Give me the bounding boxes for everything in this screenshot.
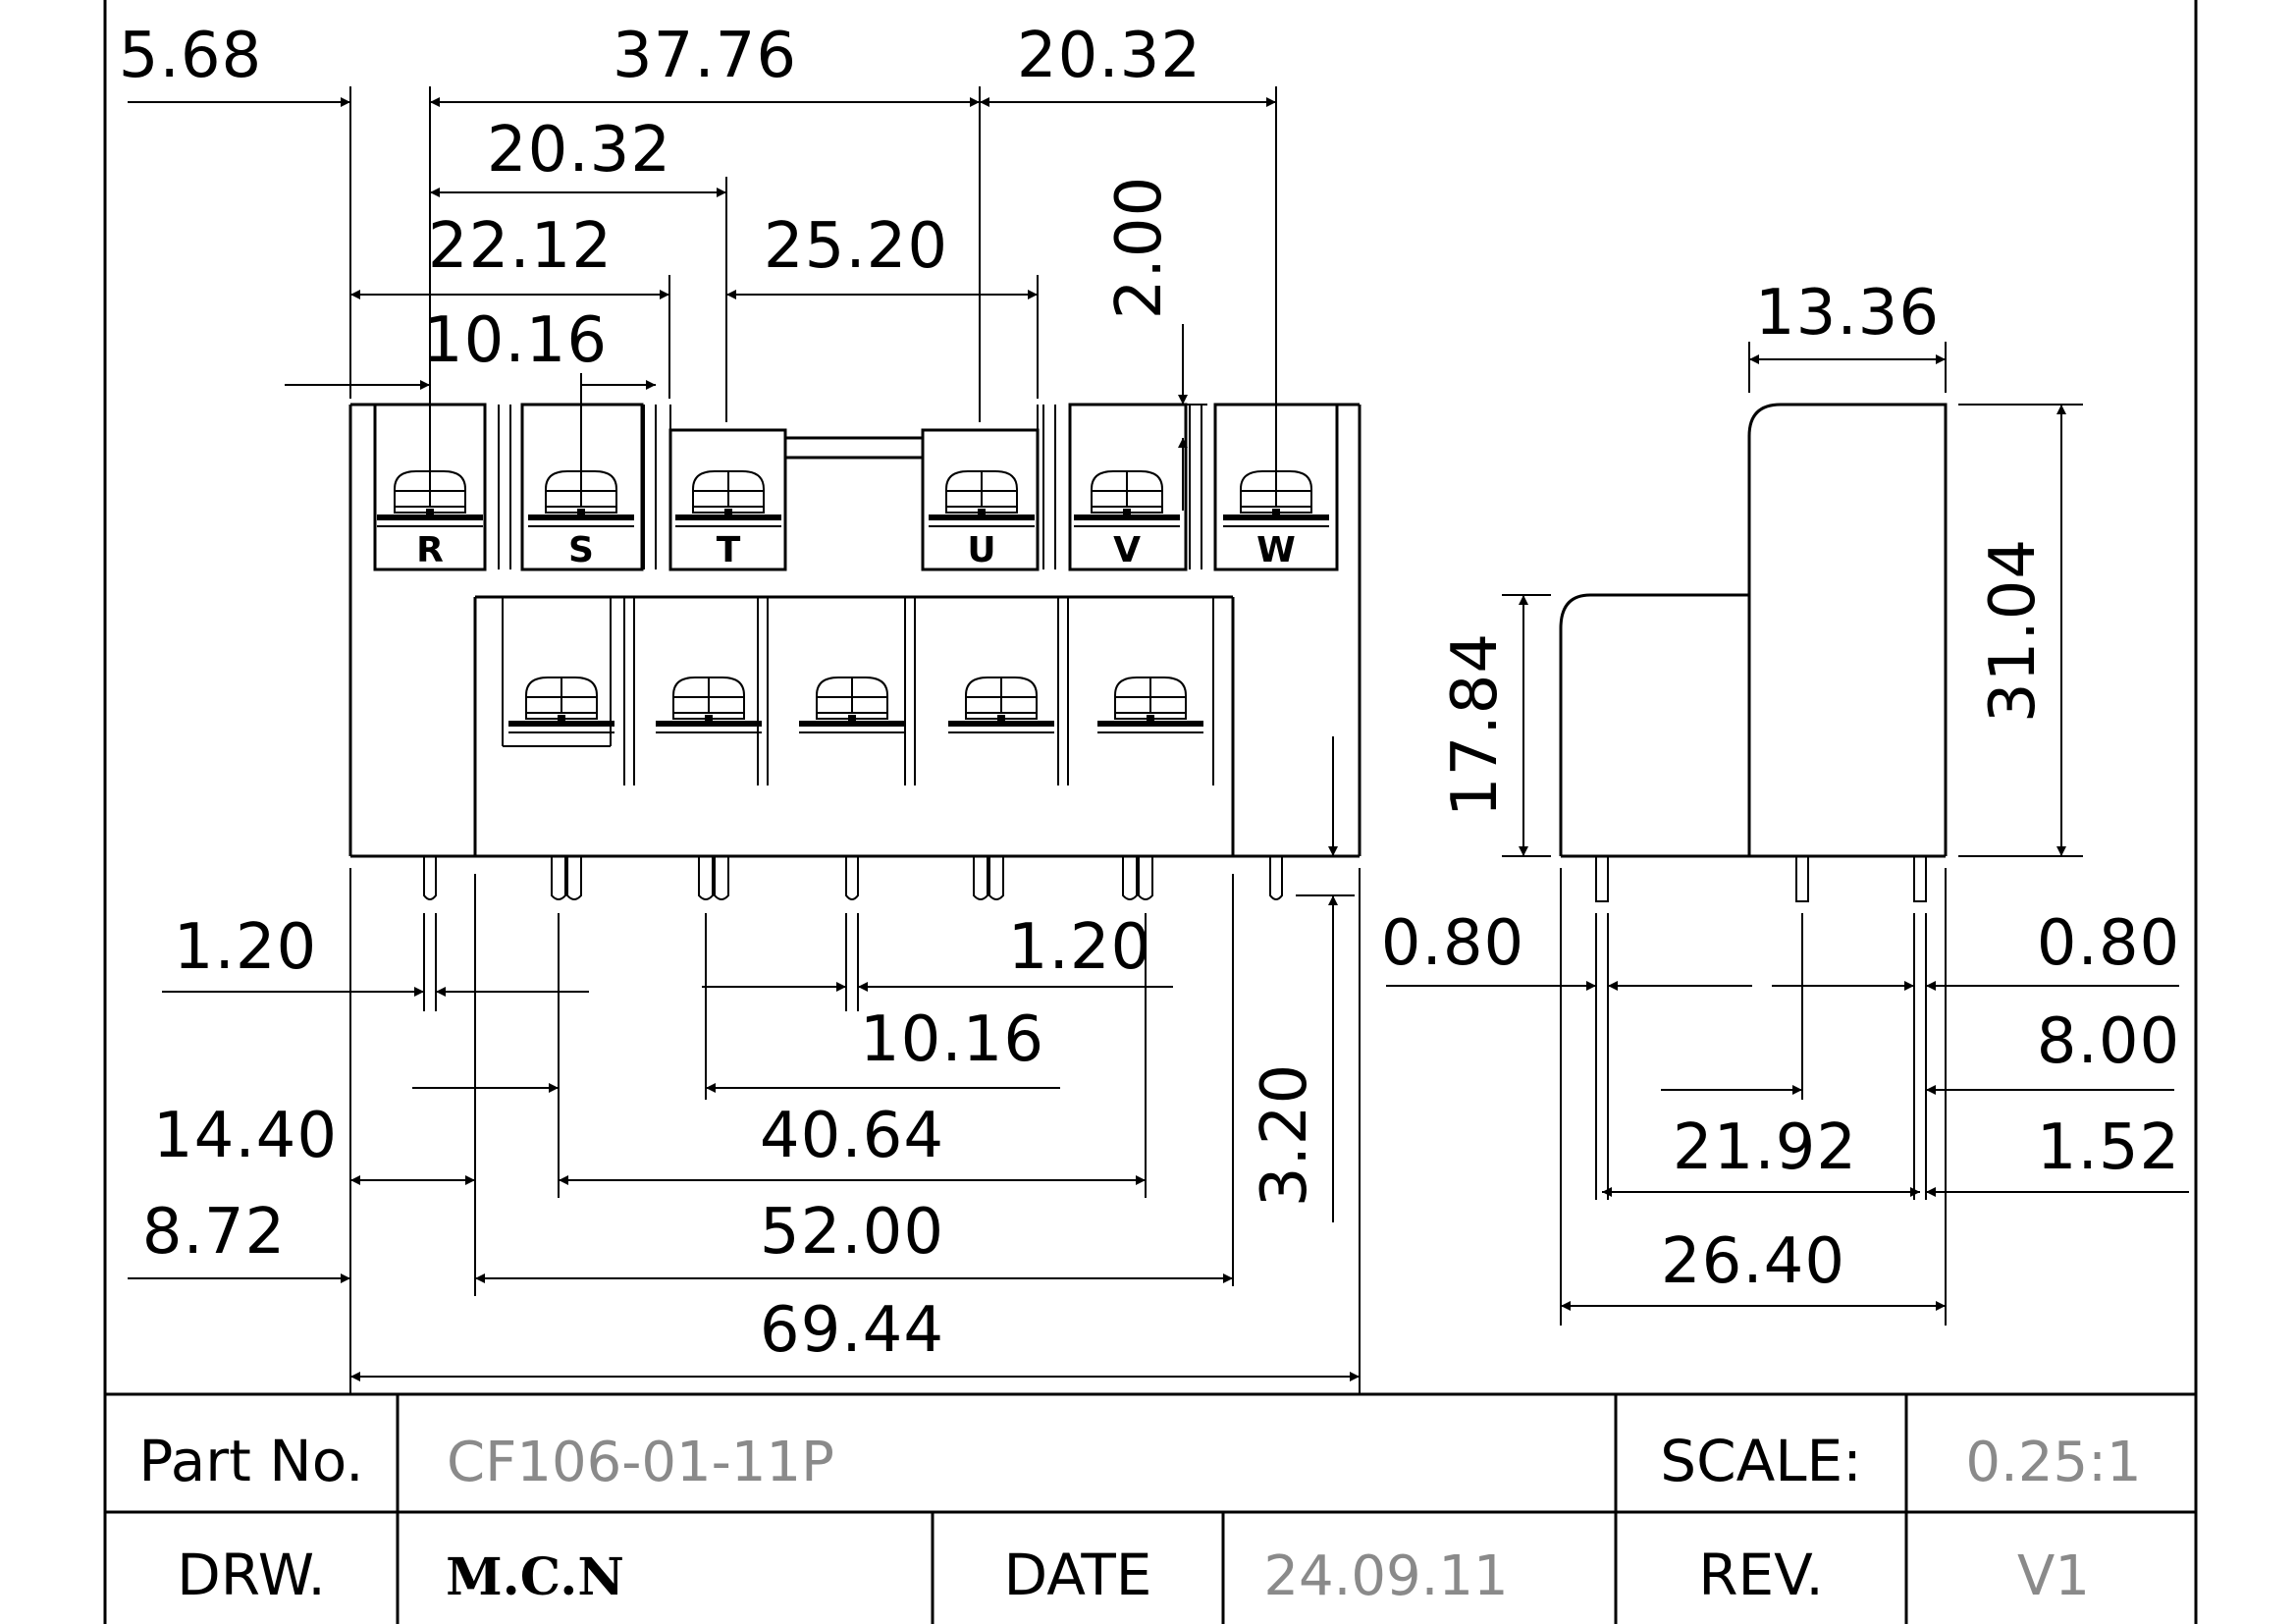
dim-0-80-left: 0.80 [1381,907,1525,980]
scale-label: SCALE: [1660,1428,1862,1494]
dim-10-16-top: 10.16 [423,304,608,377]
scale-value: 0.25:1 [1965,1431,2141,1494]
front-dimension-labels: 5.68 37.76 20.32 20.32 22.12 25.20 10.16… [119,20,1321,1367]
part-no-label: Part No. [138,1428,363,1494]
dim-20-32: 20.32 [487,114,671,187]
dim-5-68: 5.68 [119,20,263,92]
terminal-label-u: U [967,530,995,570]
front-extension-lines [349,86,1361,1394]
dim-52-00: 52.00 [760,1196,944,1269]
sheet-frame [103,0,2198,1624]
dim-69-44: 69.44 [760,1294,944,1367]
dim-1-20-right: 1.20 [1008,911,1152,984]
date-value: 24.09.11 [1263,1544,1508,1608]
dim-14-40: 14.40 [153,1100,338,1172]
dim-37-76: 37.76 [613,20,797,92]
title-block: Part No. CF106-01-11P SCALE: 0.25:1 DRW.… [105,1392,2196,1624]
dim-31-04: 31.04 [1977,538,2050,723]
dim-8-00: 8.00 [2037,1005,2181,1078]
dim-25-20: 25.20 [764,210,948,283]
terminal-label-t: T [717,530,741,570]
dim-21-92: 21.92 [1673,1111,1857,1184]
dim-22-12: 22.12 [428,210,613,283]
front-pins [423,856,1283,900]
terminal-label-r: R [416,530,444,570]
upper-terminal-row [373,403,1339,571]
dim-0-80-right: 0.80 [2037,907,2181,980]
drw-value: M.C.N [446,1547,624,1607]
part-no-value: CF106-01-11P [447,1431,834,1494]
dim-40-64: 40.64 [760,1100,944,1172]
dim-10-16: 10.16 [860,1003,1044,1076]
side-dimension-labels: 13.36 31.04 17.84 0.80 0.80 8.00 21.92 1… [1381,277,2181,1298]
lower-terminal-row [473,595,1235,856]
dim-2-00: 2.00 [1103,176,1176,320]
rev-label: REV. [1698,1542,1824,1608]
dim-13-36: 13.36 [1755,277,1940,350]
dim-8-72: 8.72 [142,1196,287,1269]
side-view [1559,403,1948,902]
date-label: DATE [1004,1542,1152,1608]
front-dimension-lines [128,97,1360,1381]
terminal-label-s: S [568,530,594,570]
drw-label: DRW. [177,1542,326,1608]
dim-20-32-top: 20.32 [1017,20,1201,92]
dim-17-84: 17.84 [1439,632,1512,817]
dim-1-52: 1.52 [2037,1111,2181,1184]
front-view: R S T U V W [348,403,1362,900]
dim-1-20-left: 1.20 [174,911,318,984]
rev-value: V1 [2017,1544,2090,1608]
side-dimension-lines [1386,354,2189,1311]
terminal-label-v: V [1113,530,1141,570]
terminal-label-w: W [1256,530,1296,570]
dim-26-40: 26.40 [1661,1225,1845,1298]
dim-3-20: 3.20 [1249,1063,1321,1208]
